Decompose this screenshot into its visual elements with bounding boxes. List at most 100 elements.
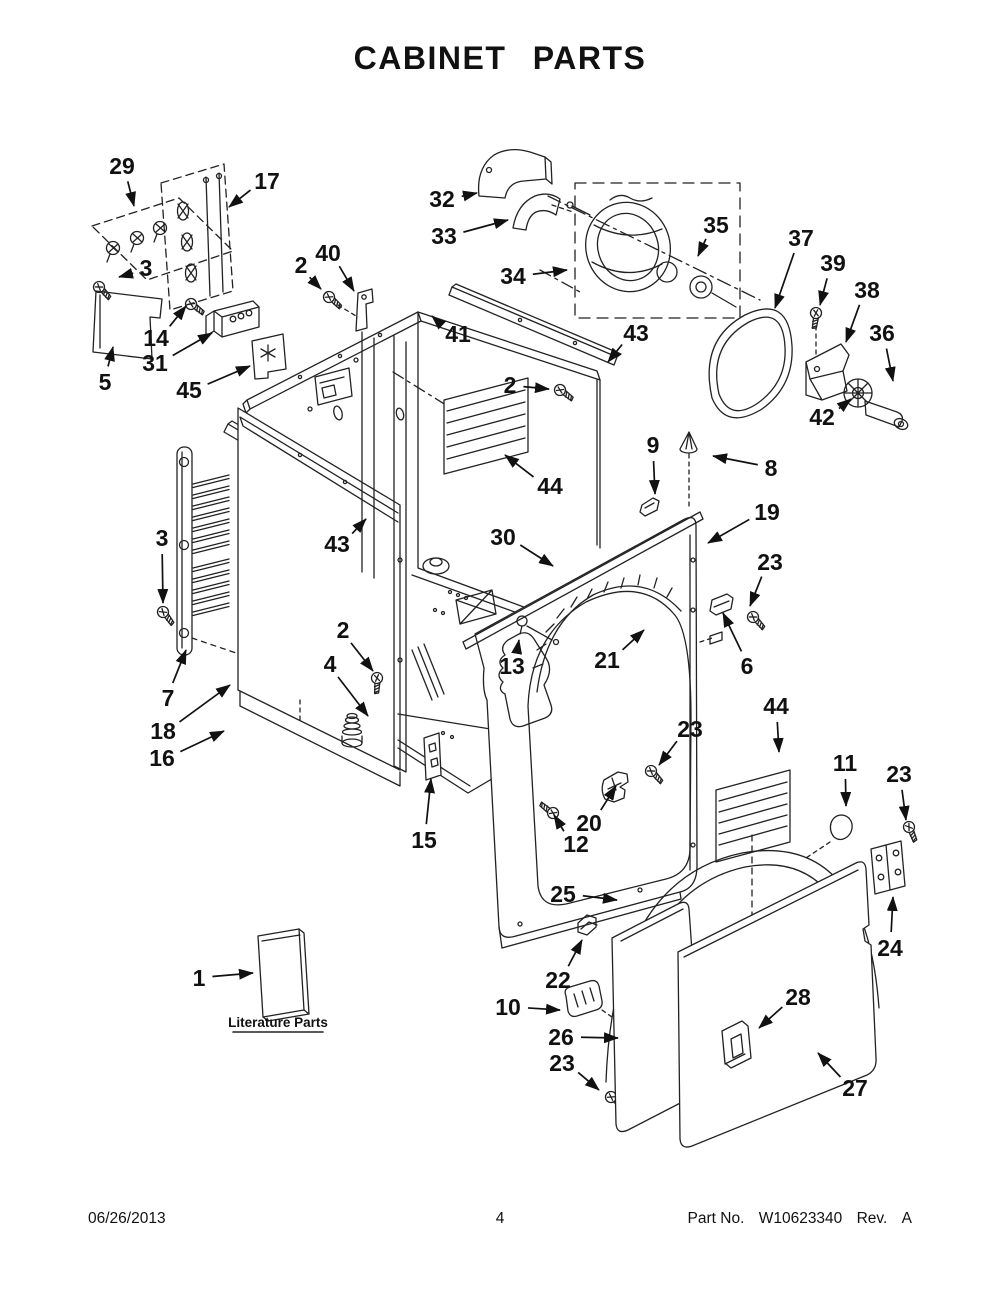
callout-label-30: 30 — [490, 524, 516, 550]
thermal-fuse-panel — [160, 163, 234, 311]
callout-label-23: 23 — [677, 716, 703, 742]
screw-icon — [900, 818, 923, 844]
cone-plug — [679, 431, 698, 511]
bracket-32 — [477, 148, 553, 199]
callout-arrow-44 — [504, 454, 535, 478]
label-plate — [251, 333, 287, 380]
callout-label-23: 23 — [886, 761, 912, 787]
callout-label-31: 31 — [142, 350, 168, 376]
callout-label-33: 33 — [431, 223, 457, 249]
callout-arrow-9 — [648, 460, 660, 495]
callout-label-29: 29 — [109, 153, 135, 179]
callout-arrow-3 — [118, 267, 134, 279]
callout-arrow-43 — [607, 343, 623, 363]
footer-page-number: 4 — [495, 1210, 505, 1227]
callout-label-1: 1 — [193, 965, 206, 991]
callout-label-39: 39 — [820, 250, 846, 276]
front-top-rail — [462, 511, 704, 650]
callout-label-37: 37 — [788, 225, 814, 251]
clip-6 — [709, 593, 734, 616]
callout-arrow-23 — [749, 576, 763, 607]
callout-label-23: 23 — [757, 549, 783, 575]
callout-arrow-41 — [431, 315, 446, 330]
callout-label-7: 7 — [162, 685, 175, 711]
callout-label-19: 19 — [754, 499, 780, 525]
callout-label-12: 12 — [563, 831, 589, 857]
callout-arrow-35 — [697, 238, 709, 257]
strain-relief-group — [91, 197, 234, 281]
callout-arrow-7 — [171, 649, 187, 684]
callout-label-35: 35 — [703, 212, 729, 238]
callout-arrow-8 — [712, 453, 758, 466]
callout-label-2: 2 — [504, 372, 517, 398]
callout-arrow-16 — [179, 730, 225, 753]
callout-label-32: 32 — [429, 186, 455, 212]
terminal-cover-plate — [92, 290, 163, 360]
callout-arrow-17 — [228, 189, 252, 208]
screw-icon — [90, 278, 116, 301]
callout-label-3: 3 — [140, 255, 153, 281]
revision-label: Rev. — [856, 1210, 888, 1227]
screw-icon — [154, 603, 179, 627]
heat-shield-upper — [443, 377, 529, 475]
hinge — [870, 840, 906, 895]
terminal-block — [205, 300, 260, 338]
callout-arrow-25 — [582, 892, 618, 904]
clip-9 — [639, 497, 660, 517]
screw-icon — [552, 382, 577, 402]
callout-label-20: 20 — [576, 810, 602, 836]
callout-label-16: 16 — [149, 745, 175, 771]
callout-arrow-23 — [898, 789, 910, 821]
callout-label-25: 25 — [550, 881, 576, 907]
callout-arrow-42 — [836, 398, 852, 413]
callout-label-26: 26 — [548, 1024, 574, 1050]
screw-icon — [744, 608, 770, 631]
callout-arrow-27 — [817, 1052, 842, 1078]
callout-label-23: 23 — [549, 1050, 575, 1076]
callout-arrow-19 — [707, 518, 750, 544]
callout-arrow-2 — [523, 382, 550, 394]
callout-label-40: 40 — [315, 240, 341, 266]
callout-label-8: 8 — [765, 455, 778, 481]
callout-label-44: 44 — [537, 473, 563, 499]
callout-label-2: 2 — [337, 617, 350, 643]
clip-22 — [577, 914, 598, 936]
callout-label-17: 17 — [254, 168, 280, 194]
callout-arrow-29 — [125, 181, 136, 207]
callout-arrow-10 — [527, 1003, 561, 1015]
callout-label-41: 41 — [445, 321, 471, 347]
part-number-value: W10623340 — [758, 1210, 843, 1227]
hole-plug — [805, 814, 853, 859]
callout-label-6: 6 — [741, 653, 754, 679]
bracket-40 — [337, 288, 374, 332]
heat-shield-lower — [715, 769, 791, 863]
callout-label-34: 34 — [500, 263, 526, 289]
callout-arrow-2 — [350, 642, 374, 672]
callout-label-43: 43 — [623, 320, 649, 346]
callout-arrow-38 — [845, 304, 861, 343]
callout-arrow-2 — [307, 275, 322, 290]
callout-label-15: 15 — [411, 827, 437, 853]
drive-belt — [708, 308, 793, 419]
callout-label-13: 13 — [499, 653, 525, 679]
callout-arrow-28 — [758, 1006, 783, 1029]
callout-label-11: 11 — [833, 750, 858, 776]
idler-bracket — [805, 325, 850, 401]
air-seal — [498, 615, 553, 728]
callout-arrow-11 — [840, 778, 852, 807]
callout-label-28: 28 — [785, 984, 811, 1010]
callout-arrow-4 — [337, 676, 369, 717]
cabinet-side-panel — [191, 407, 401, 771]
callout-arrow-13 — [511, 639, 523, 655]
callout-arrow-34 — [532, 266, 568, 278]
part-number-label: Part No. — [687, 1210, 745, 1227]
callout-label-24: 24 — [877, 935, 903, 961]
motor-assembly — [547, 182, 761, 319]
door-handle — [721, 1020, 752, 1069]
callout-arrow-37 — [774, 252, 795, 309]
callout-arrow-30 — [519, 544, 554, 567]
callout-arrow-24 — [886, 896, 898, 933]
